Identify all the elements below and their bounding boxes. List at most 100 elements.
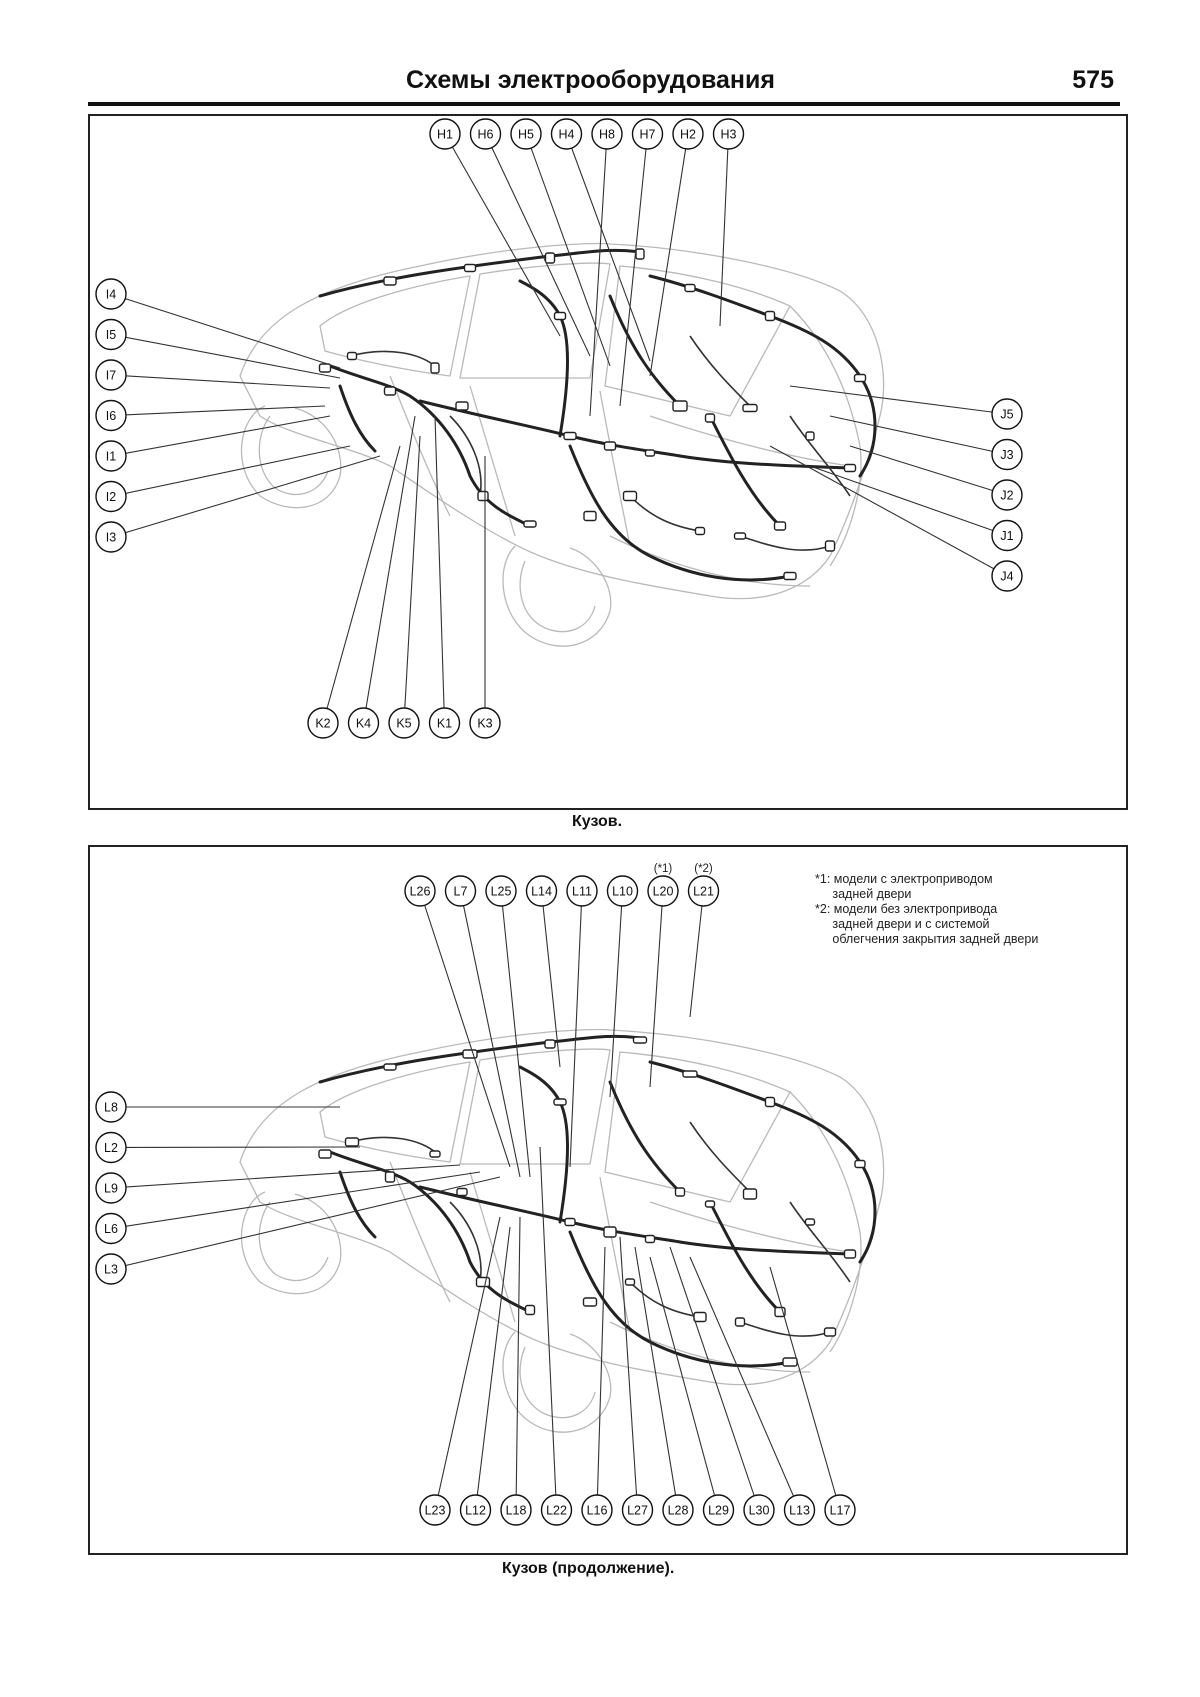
- harness-line: [328, 364, 532, 528]
- label-circle: [991, 479, 1023, 511]
- connector-plug: [853, 373, 867, 383]
- harness-line: [518, 279, 569, 438]
- connector-i5: I5: [95, 318, 341, 379]
- connector-i4: I4: [95, 278, 341, 369]
- leader-line: [589, 133, 608, 417]
- connector-label: I2: [106, 490, 116, 504]
- label-circle: [419, 1494, 451, 1526]
- connector-plug: [553, 311, 567, 321]
- footnote-line: облегчения закрытия задней двери: [815, 932, 1039, 946]
- connector-plug: [463, 263, 477, 273]
- leader-line: [649, 133, 689, 377]
- leader-line: [110, 1176, 501, 1270]
- footnote-line: задней двери и с системой: [815, 917, 990, 931]
- connector-plug: [429, 1150, 441, 1158]
- car-body-line: [599, 390, 631, 547]
- connector-plug: [843, 1249, 857, 1259]
- car-outline: [239, 1028, 885, 1433]
- connector-plug: [773, 521, 787, 531]
- connector-label: L25: [491, 885, 512, 899]
- connector-label: L9: [104, 1182, 118, 1196]
- connector-label: L21: [693, 885, 714, 899]
- harness-branch: [349, 350, 436, 367]
- connector-plug: [563, 431, 577, 441]
- harness-line: [418, 1185, 852, 1256]
- connector-label: L11: [572, 885, 592, 899]
- connector-j3: J3: [829, 415, 1023, 471]
- connector-label: H4: [559, 128, 575, 142]
- connector-label: H5: [518, 128, 534, 142]
- leader-line: [110, 415, 331, 457]
- connector-plug: [644, 449, 656, 457]
- car-body-line: [599, 1176, 631, 1333]
- connector-label: J4: [1000, 570, 1013, 584]
- connector-l13: L13: [689, 1256, 816, 1526]
- harness-line: [518, 1065, 569, 1224]
- wire-harness: [318, 1034, 877, 1368]
- harness-branch: [739, 535, 831, 551]
- connector-k5: K5: [388, 435, 421, 739]
- leader-line: [789, 385, 1008, 415]
- connector-label: H6: [478, 128, 494, 142]
- leader-line: [619, 133, 649, 407]
- connector-plug: [564, 1217, 576, 1227]
- connector-l18: L18: [500, 1216, 532, 1526]
- connector-label: K2: [315, 717, 330, 731]
- connector-h7: H7: [619, 118, 664, 407]
- connector-l7: L7: [444, 875, 521, 1178]
- car-body-line: [469, 1171, 516, 1323]
- harness-branch: [789, 1201, 851, 1283]
- label-circle: [95, 318, 127, 351]
- label-circle: [510, 118, 542, 150]
- footnote-line: *2: модели без электропривода: [815, 902, 998, 916]
- label-circle: [388, 707, 420, 739]
- footnote-line: *1: модели с электроприводом: [815, 872, 993, 886]
- connector-label: K4: [356, 717, 371, 731]
- connector-plug: [734, 1317, 746, 1327]
- harness-line: [648, 1060, 877, 1264]
- connector-l17: L17: [769, 1266, 856, 1526]
- connector-plug: [764, 310, 776, 322]
- connector-plug: [635, 248, 645, 260]
- connector-h4: H4: [550, 118, 651, 362]
- connector-plug: [742, 403, 758, 413]
- connector-k3: K3: [469, 456, 501, 739]
- connector-plug: [704, 1200, 716, 1208]
- harness-line: [608, 294, 682, 408]
- connector-plug: [384, 1171, 396, 1183]
- connector-label: I1: [106, 450, 116, 464]
- connector-plug: [742, 1188, 758, 1200]
- connector-plug: [583, 510, 597, 522]
- connector-label: L3: [104, 1263, 118, 1277]
- connector-h3: H3: [712, 118, 745, 327]
- footnotes: *1: модели с электроприводом задней двер…: [815, 872, 1038, 947]
- connector-plug: [804, 1218, 816, 1226]
- car-outline: [239, 242, 885, 647]
- connector-plug: [694, 526, 706, 536]
- leader-line: [110, 405, 326, 417]
- footnote-line: задней двери: [815, 887, 912, 901]
- connector-plug: [704, 413, 716, 423]
- label-circle: [485, 875, 517, 907]
- label-circle: [991, 438, 1023, 471]
- connector-plug: [475, 1276, 491, 1288]
- car-body-line: [389, 1161, 451, 1303]
- figure-caption: Кузов.: [572, 813, 623, 830]
- connector-plug: [318, 1149, 332, 1159]
- connector-plug: [477, 490, 489, 502]
- label-circle: [525, 875, 558, 907]
- label-circle: [95, 1091, 127, 1123]
- label-circle: [500, 1494, 532, 1526]
- connector-label: I4: [106, 288, 116, 302]
- connector-label: H2: [680, 128, 696, 142]
- harness-branch: [349, 1136, 436, 1153]
- connector-i6: I6: [95, 399, 326, 432]
- harness-branch: [789, 415, 851, 497]
- connector-label: L6: [104, 1222, 118, 1236]
- connector-label: H7: [640, 128, 656, 142]
- leader-line: [110, 1171, 481, 1230]
- label-circle: [743, 1494, 775, 1526]
- leader-line: [619, 1236, 639, 1511]
- connector-l6: L6: [95, 1171, 481, 1245]
